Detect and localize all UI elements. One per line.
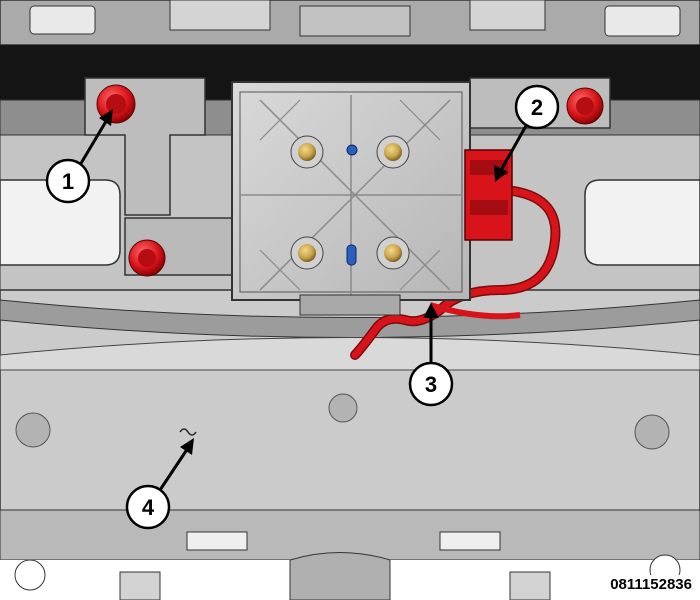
callout-2-label: 2: [531, 95, 543, 120]
bracket-hook-mark: [179, 428, 197, 436]
callout-3: 3: [408, 303, 454, 407]
callout-1: 1: [45, 109, 113, 204]
callout-4: 4: [125, 438, 194, 530]
figure-id: 0811152836: [608, 575, 694, 594]
callout-3-label: 3: [425, 372, 437, 397]
brass-inserts: [290, 135, 410, 270]
module: [231, 81, 471, 316]
callout-2: 2: [494, 84, 560, 182]
wire-harness: [350, 185, 561, 360]
locating-studs: [346, 144, 358, 266]
callout-4-label: 4: [142, 495, 155, 520]
callout-1-label: 1: [62, 169, 74, 194]
